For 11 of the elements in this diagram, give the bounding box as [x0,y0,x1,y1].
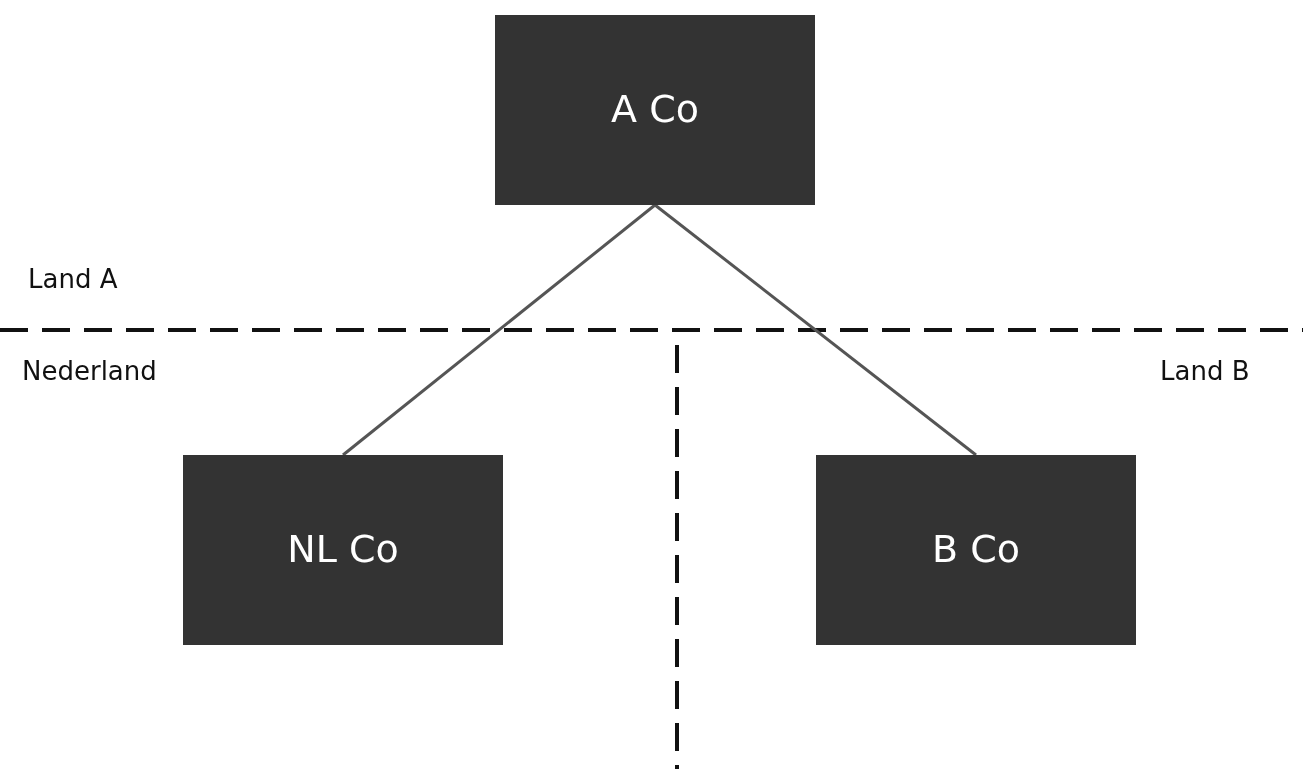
entity-box [183,455,503,645]
entity-name: NL Co [287,526,399,574]
region-label: Land A [28,263,118,296]
region-label: Nederland [22,355,157,388]
entity-box [495,15,815,205]
entity-box [816,455,1136,645]
region-label: Land B [1160,355,1250,388]
connector-line [342,203,656,457]
entity-name: B Co [932,526,1020,574]
connector-line [654,203,977,457]
entity-name: A Co [611,86,699,134]
